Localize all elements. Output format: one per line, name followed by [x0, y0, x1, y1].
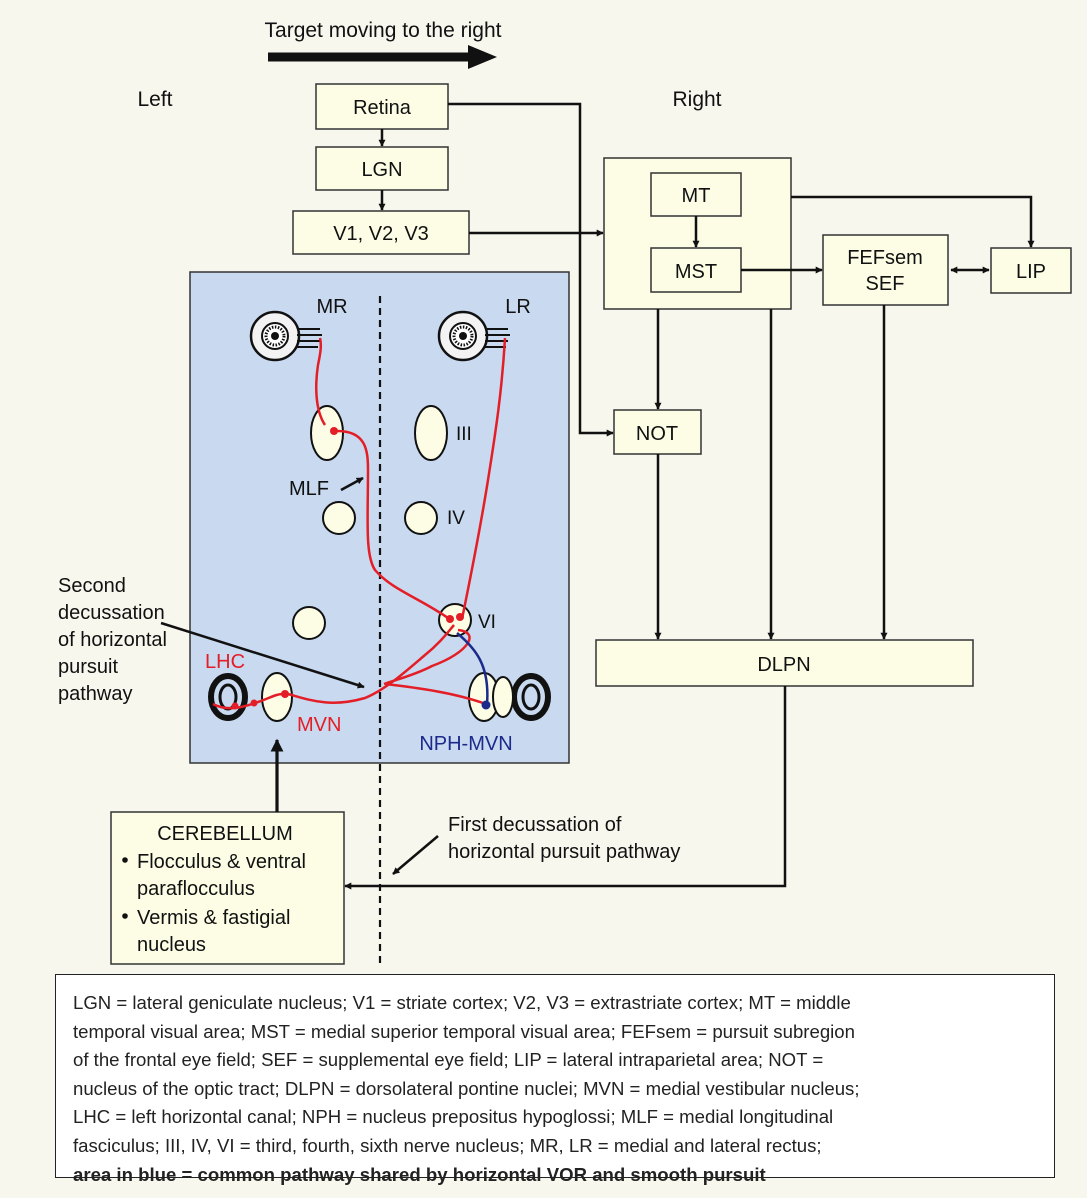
- cerebellum-title: CEREBELLUM: [157, 823, 293, 845]
- legend-line-4: nucleus of the optic tract; DLPN = dorso…: [73, 1077, 860, 1099]
- mst-box: MST: [650, 247, 742, 293]
- iii-label: III: [456, 424, 472, 445]
- cerebellum-box: CEREBELLUM Flocculus & ventral paraflocc…: [110, 811, 345, 965]
- second-decussation-annotation: Second decussation of horizontal pursuit…: [58, 575, 167, 705]
- mvn-label: MVN: [297, 714, 341, 736]
- legend-line-5: LHC = left horizontal canal; NPH = nucle…: [73, 1106, 834, 1128]
- brainstem-nuclei: [261, 405, 500, 722]
- svg-text:MT: MT: [682, 185, 711, 207]
- abbreviation-legend: LGN = lateral geniculate nucleus; V1 = s…: [55, 974, 1055, 1185]
- cortical-arrows: [160, 102, 1035, 890]
- not-box: NOT: [613, 409, 702, 455]
- svg-text:LIP: LIP: [1016, 261, 1046, 283]
- svg-text:DLPN: DLPN: [757, 654, 810, 676]
- target-direction-label: Target moving to the right: [265, 19, 502, 42]
- vi-label: VI: [478, 612, 496, 633]
- blue-synapse-dot: [481, 700, 491, 710]
- legend-line-6: fasciculus; III, IV, VI = third, fourth,…: [73, 1134, 822, 1156]
- iv-label: IV: [447, 508, 465, 529]
- v1-v2-v3-box: V1, V2, V3: [292, 210, 470, 255]
- svg-text:decussation: decussation: [58, 602, 165, 624]
- right-trochlear-nucleus: [404, 501, 438, 535]
- legend-bold-line: area in blue = common pathway shared by …: [73, 1163, 766, 1185]
- svg-text:pathway: pathway: [58, 683, 133, 705]
- svg-text:of horizontal: of horizontal: [58, 629, 167, 651]
- svg-text:First decussation of: First decussation of: [448, 814, 622, 836]
- lr-label: LR: [505, 296, 531, 318]
- svg-text:LGN: LGN: [361, 159, 402, 181]
- svg-text:SEF: SEF: [866, 273, 905, 295]
- legend-line-2: temporal visual area; MST = medial super…: [73, 1020, 855, 1042]
- right-eye-icon: [437, 310, 510, 362]
- target-direction-arrow: [268, 45, 497, 69]
- left-oculomotor-nucleus: [310, 405, 344, 461]
- red-pursuit-pathway: [212, 337, 507, 710]
- svg-text:pursuit: pursuit: [58, 656, 118, 678]
- cerebellum-item-1-line2: paraflocculus: [137, 878, 255, 900]
- nph-mvn-label: NPH-MVN: [419, 733, 512, 755]
- svg-text:V1, V2, V3: V1, V2, V3: [333, 223, 429, 245]
- mlf-label: MLF: [289, 478, 329, 500]
- left-eye-icon: [249, 310, 322, 362]
- first-decussation-annotation: First decussation of horizontal pursuit …: [448, 814, 680, 863]
- dlpn-box: DLPN: [595, 639, 974, 687]
- svg-text:Second: Second: [58, 575, 126, 597]
- cerebellum-item-2-line1: Vermis & fastigial: [137, 907, 290, 929]
- fefsem-sef-box: FEFsem SEF: [822, 234, 949, 306]
- retina-box: Retina: [315, 83, 449, 130]
- blue-pursuit-pathway: [456, 632, 489, 705]
- right-canal-icon: [492, 673, 551, 721]
- svg-text:horizontal pursuit pathway: horizontal pursuit pathway: [448, 841, 680, 863]
- mr-label: MR: [316, 296, 347, 318]
- pursuit-pathway-diagram: Target moving to the right Left Right Re…: [58, 19, 1072, 968]
- right-side-label: Right: [672, 88, 721, 111]
- lip-box: LIP: [990, 247, 1072, 294]
- lhc-label: LHC: [205, 651, 245, 673]
- legend-line-3: of the frontal eye field; SEF = suppleme…: [73, 1049, 824, 1071]
- svg-text:Retina: Retina: [353, 97, 412, 119]
- cerebellum-item-2-line2: nucleus: [137, 934, 206, 956]
- svg-text:FEFsem: FEFsem: [847, 247, 923, 269]
- mvn-nucleus: [261, 672, 293, 722]
- cerebellum-item-1-line1: Flocculus & ventral: [137, 851, 306, 873]
- left-abducens-nucleus: [292, 606, 326, 640]
- svg-text:NOT: NOT: [636, 423, 678, 445]
- legend-line-1: LGN = lateral geniculate nucleus; V1 = s…: [73, 992, 851, 1013]
- lgn-box: LGN: [315, 146, 449, 191]
- mt-box: MT: [650, 172, 742, 217]
- left-side-label: Left: [137, 88, 172, 111]
- red-synapse-dots: [231, 427, 464, 710]
- svg-text:MST: MST: [675, 261, 717, 283]
- left-trochlear-nucleus: [322, 501, 356, 535]
- right-oculomotor-nucleus: [414, 405, 448, 461]
